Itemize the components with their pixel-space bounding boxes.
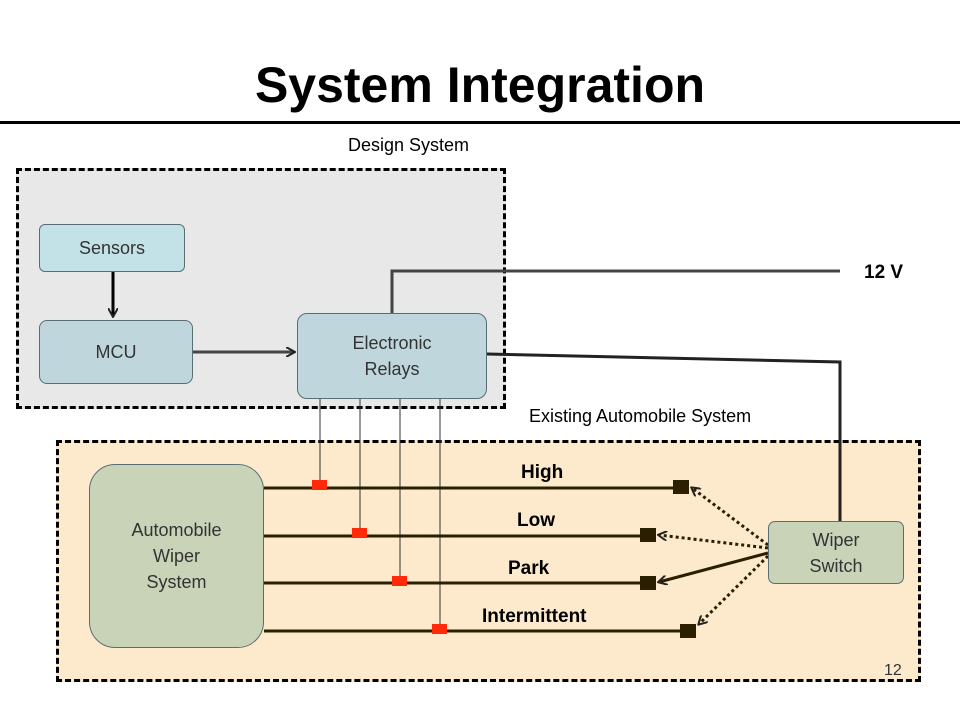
sensors-label: Sensors (78, 238, 146, 258)
marker-low (352, 528, 367, 538)
wiper-switch-label-line2: Switch (809, 555, 863, 576)
marker-intermittent (432, 624, 447, 634)
automobile-wiper-system-block: Automobile Wiper System (89, 464, 264, 648)
terminal-intermittent (680, 624, 696, 638)
relay-to-switch-wire (486, 352, 842, 521)
wiper-system-label-line3: System (146, 572, 207, 592)
mcu-label: MCU (95, 342, 137, 362)
mcu-block: MCU (39, 320, 193, 384)
switch-link-high (692, 488, 769, 547)
wiper-system-label-line2: Wiper (152, 546, 200, 566)
switch-link-intermittent (699, 554, 770, 624)
terminal-low (640, 528, 656, 542)
terminal-park (640, 576, 656, 590)
existing-system-label: Existing Automobile System (529, 406, 752, 426)
wiper-switch-label-line1: Wiper (812, 529, 860, 550)
relays-label-line1: Electronic (352, 333, 432, 353)
page-number: 12 (884, 662, 902, 679)
slide-title: System Integration (254, 57, 706, 113)
marker-high (312, 480, 327, 490)
relays-label-line2: Relays (364, 359, 420, 379)
terminal-high (673, 480, 689, 494)
wiper-system-label-line1: Automobile (131, 520, 222, 540)
wire-label-park: Park (508, 558, 550, 579)
switch-link-low (659, 535, 769, 550)
wire-label-low: Low (517, 510, 555, 531)
wire-label-intermittent: Intermittent (482, 606, 587, 627)
title-underline (0, 121, 960, 124)
design-system-label: Design System (348, 135, 470, 155)
switch-link-park (659, 551, 769, 582)
electronic-relays-block: Electronic Relays (297, 313, 487, 399)
wire-label-high: High (521, 462, 564, 483)
sensors-block: Sensors (39, 224, 185, 272)
supply-wire (390, 269, 840, 313)
wiper-switch-block: Wiper Switch (768, 521, 904, 584)
marker-park (392, 576, 407, 586)
supply-label: 12 V (864, 262, 904, 283)
